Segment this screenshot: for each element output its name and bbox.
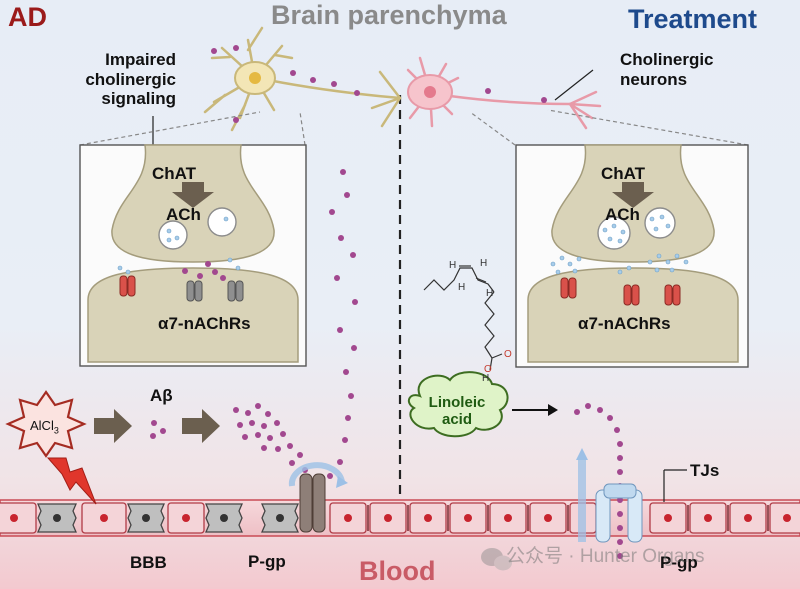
zoom-guides xyxy=(79,109,749,146)
label-chat-treatment: ChAT xyxy=(601,164,646,183)
heading-ad: AD xyxy=(8,2,47,32)
label-tjs: TJs xyxy=(690,461,720,480)
molecule-atom-labels: H H H H O O H xyxy=(449,258,512,384)
svg-text:H: H xyxy=(449,260,456,271)
label-receptor-treatment: α7-nAChRs xyxy=(578,314,671,333)
label-linoleic-acid: Linoleic acid xyxy=(428,394,486,429)
label-cholinergic-neurons: Cholinergic neurons xyxy=(620,50,714,89)
pgp-treatment xyxy=(576,448,643,543)
lightning-icon xyxy=(46,457,97,505)
label-alcl3-base: AlCl xyxy=(30,418,54,433)
label-ach-treatment: ACh xyxy=(605,205,640,224)
svg-text:H: H xyxy=(482,373,489,384)
svg-text:H: H xyxy=(480,258,487,269)
label-impaired-signaling: Impaired cholinergic signaling xyxy=(85,50,176,109)
abeta-dots xyxy=(150,45,623,559)
watermark: 公众号 · Hunter Organs xyxy=(506,546,705,567)
svg-text:O: O xyxy=(504,349,512,360)
ach-particles xyxy=(117,214,689,275)
endothelial-cells xyxy=(0,502,800,534)
svg-text:H: H xyxy=(458,282,465,293)
progression-arrows xyxy=(94,409,220,443)
linoleic-acid-structure xyxy=(423,265,503,371)
label-alcl3: AlCl3 xyxy=(30,418,59,436)
damaged-endothelial-cells xyxy=(37,503,299,533)
pgp-ad xyxy=(288,462,348,533)
label-receptor-ad: α7-nAChRs xyxy=(158,314,251,333)
label-ach-ad: ACh xyxy=(166,205,201,224)
label-pgp-ad: P-gp xyxy=(248,552,286,571)
label-chat-ad: ChAT xyxy=(152,164,197,183)
alcl3-star xyxy=(5,390,87,458)
receptors xyxy=(119,275,681,306)
vesicles xyxy=(158,207,676,250)
label-alcl3-subscript: 3 xyxy=(53,425,59,436)
tight-junctions xyxy=(367,505,769,531)
ad-neuron xyxy=(203,26,402,132)
label-pgp-treatment: P-gp xyxy=(660,553,698,572)
svg-text:O: O xyxy=(484,364,492,375)
wechat-icon xyxy=(481,548,512,571)
heading-blood: Blood xyxy=(359,556,436,586)
label-abeta: Aβ xyxy=(150,386,173,405)
chat-arrows xyxy=(172,182,654,208)
linoleic-cloud xyxy=(407,371,509,438)
svg-text:H: H xyxy=(486,288,493,299)
label-bbb: BBB xyxy=(130,553,167,572)
heading-brain-parenchyma: Brain parenchyma xyxy=(271,0,507,30)
heading-treatment: Treatment xyxy=(628,4,758,34)
